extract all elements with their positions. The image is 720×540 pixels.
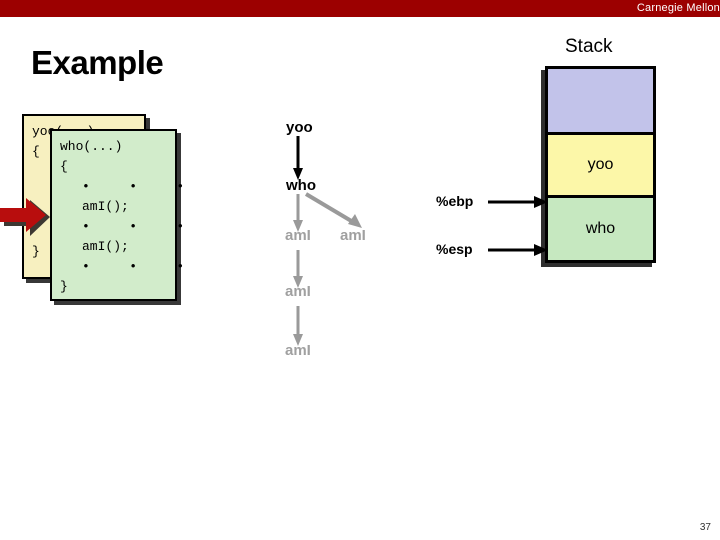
register-pointer-arrows <box>488 196 548 256</box>
code-line-who-open-brace: { <box>60 159 68 174</box>
call-tree-node-who: who <box>286 177 316 194</box>
code-line-yoo-open-brace: { <box>32 144 40 159</box>
page-title: Example <box>31 44 164 81</box>
call-tree-edges <box>293 136 362 346</box>
call-tree-node-ami-1: amI <box>285 227 311 244</box>
brand-label: Carnegie Mellon <box>636 2 720 14</box>
page-number: 37 <box>699 522 711 533</box>
code-line-who-close-brace: } <box>60 279 68 294</box>
red-right-arrow-icon <box>0 198 50 236</box>
code-line-who-dots-2: • • • <box>82 219 189 234</box>
code-line-who-signature: who(...) <box>60 139 123 154</box>
call-tree-node-ami-2: amI <box>340 227 366 244</box>
stack-frame-yoo: yoo <box>548 135 653 198</box>
stack-frame-free <box>548 69 653 135</box>
stack-frame-who: who <box>548 198 653 260</box>
code-line-who-call-2: amI(); <box>82 239 129 254</box>
stack-title: Stack <box>565 36 613 57</box>
code-line-yoo-close-brace: } <box>32 244 40 259</box>
register-label-ebp: %ebp <box>436 193 474 209</box>
code-line-who-dots-1: • • • <box>82 179 189 194</box>
stack-diagram: yoo who <box>545 66 656 263</box>
register-label-esp: %esp <box>436 241 473 257</box>
call-tree-node-ami-4: amI <box>285 342 311 359</box>
call-tree-node-ami-3: amI <box>285 283 311 300</box>
code-card-who: who(...) { • • • amI(); • • • amI(); • •… <box>50 129 189 301</box>
code-line-who-dots-3: • • • <box>82 259 189 274</box>
call-tree-node-yoo: yoo <box>286 119 313 136</box>
code-line-who-call-1: amI(); <box>82 199 129 214</box>
header-bar <box>0 0 720 17</box>
